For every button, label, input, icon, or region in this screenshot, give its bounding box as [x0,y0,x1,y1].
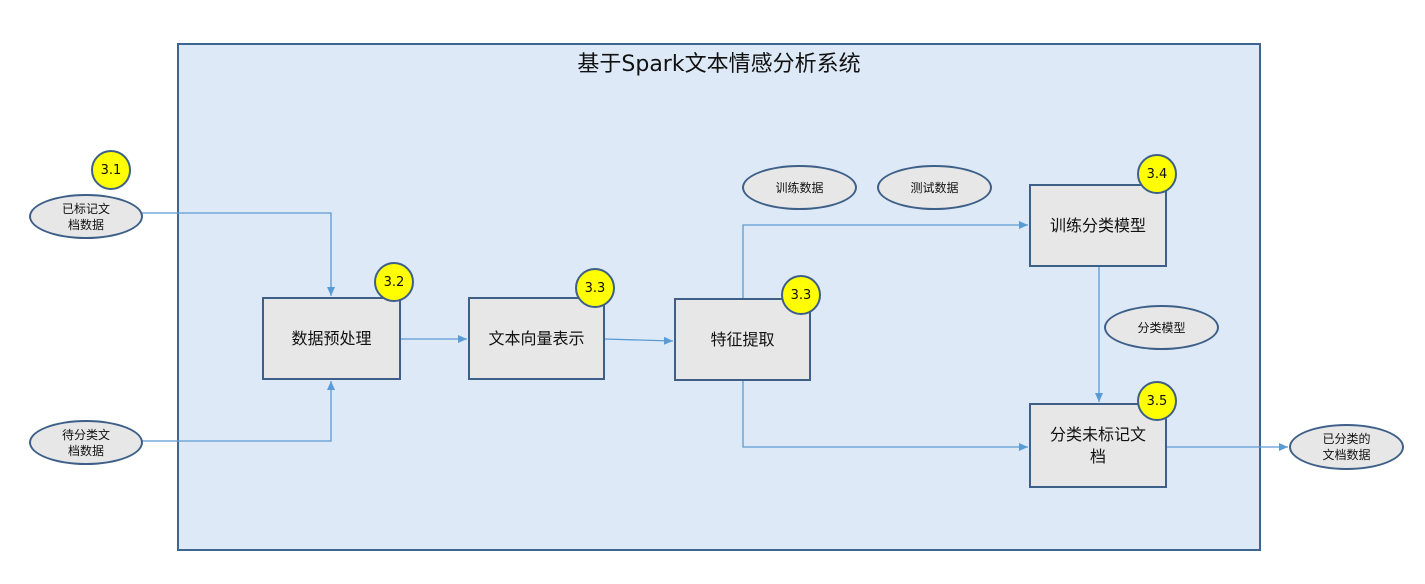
badge-classify: 3.5 [1137,381,1177,421]
data-store-test[interactable]: 测试数据 [877,165,992,210]
data-store-model[interactable]: 分类模型 [1104,305,1219,350]
badge-preprocess: 3.2 [374,262,414,302]
input-unlabeled-documents[interactable]: 待分类文 档数据 [29,420,143,465]
data-store-test-label: 测试数据 [910,180,959,195]
process-classify-label: 分类未标记文 档 [1049,424,1146,466]
process-classify[interactable]: 分类未标记文 档 [1029,403,1167,488]
arrow-unlabeled-to-preprocess [142,381,335,442]
data-store-train-label: 训练数据 [775,180,824,195]
arrow-vectorize-to-feature [603,336,674,345]
data-store-model-label: 分类模型 [1137,320,1186,335]
arrow-feature-to-classify [742,380,1028,451]
process-feature-extraction-label: 特征提取 [710,329,775,349]
input-labeled-documents-label: 已标记文 档数据 [61,201,110,232]
output-classified-documents-label: 已分类的 文档数据 [1322,432,1371,462]
process-vectorize[interactable]: 文本向量表示 [468,297,605,380]
process-preprocess-label: 数据预处理 [291,328,372,348]
input-labeled-documents[interactable]: 已标记文 档数据 [29,194,143,239]
input-unlabeled-documents-label: 待分类文 档数据 [61,427,110,458]
process-train-model-label: 训练分类模型 [1049,215,1146,235]
process-feature-extraction[interactable]: 特征提取 [674,298,811,381]
badge-vectorize: 3.3 [575,268,615,308]
badge-train: 3.4 [1137,154,1177,194]
arrow-labeled-to-preprocess [142,212,335,296]
process-vectorize-label: 文本向量表示 [488,328,585,348]
arrow-feature-to-train [742,221,1028,298]
process-preprocess[interactable]: 数据预处理 [262,297,401,380]
diagram-title: 基于Spark文本情感分析系统 [577,52,861,77]
output-classified-documents[interactable]: 已分类的 文档数据 [1289,424,1404,470]
data-store-train[interactable]: 训练数据 [742,165,857,210]
process-train-model[interactable]: 训练分类模型 [1029,184,1167,267]
badge-input: 3.1 [91,150,131,190]
badge-feature: 3.3 [781,275,821,315]
